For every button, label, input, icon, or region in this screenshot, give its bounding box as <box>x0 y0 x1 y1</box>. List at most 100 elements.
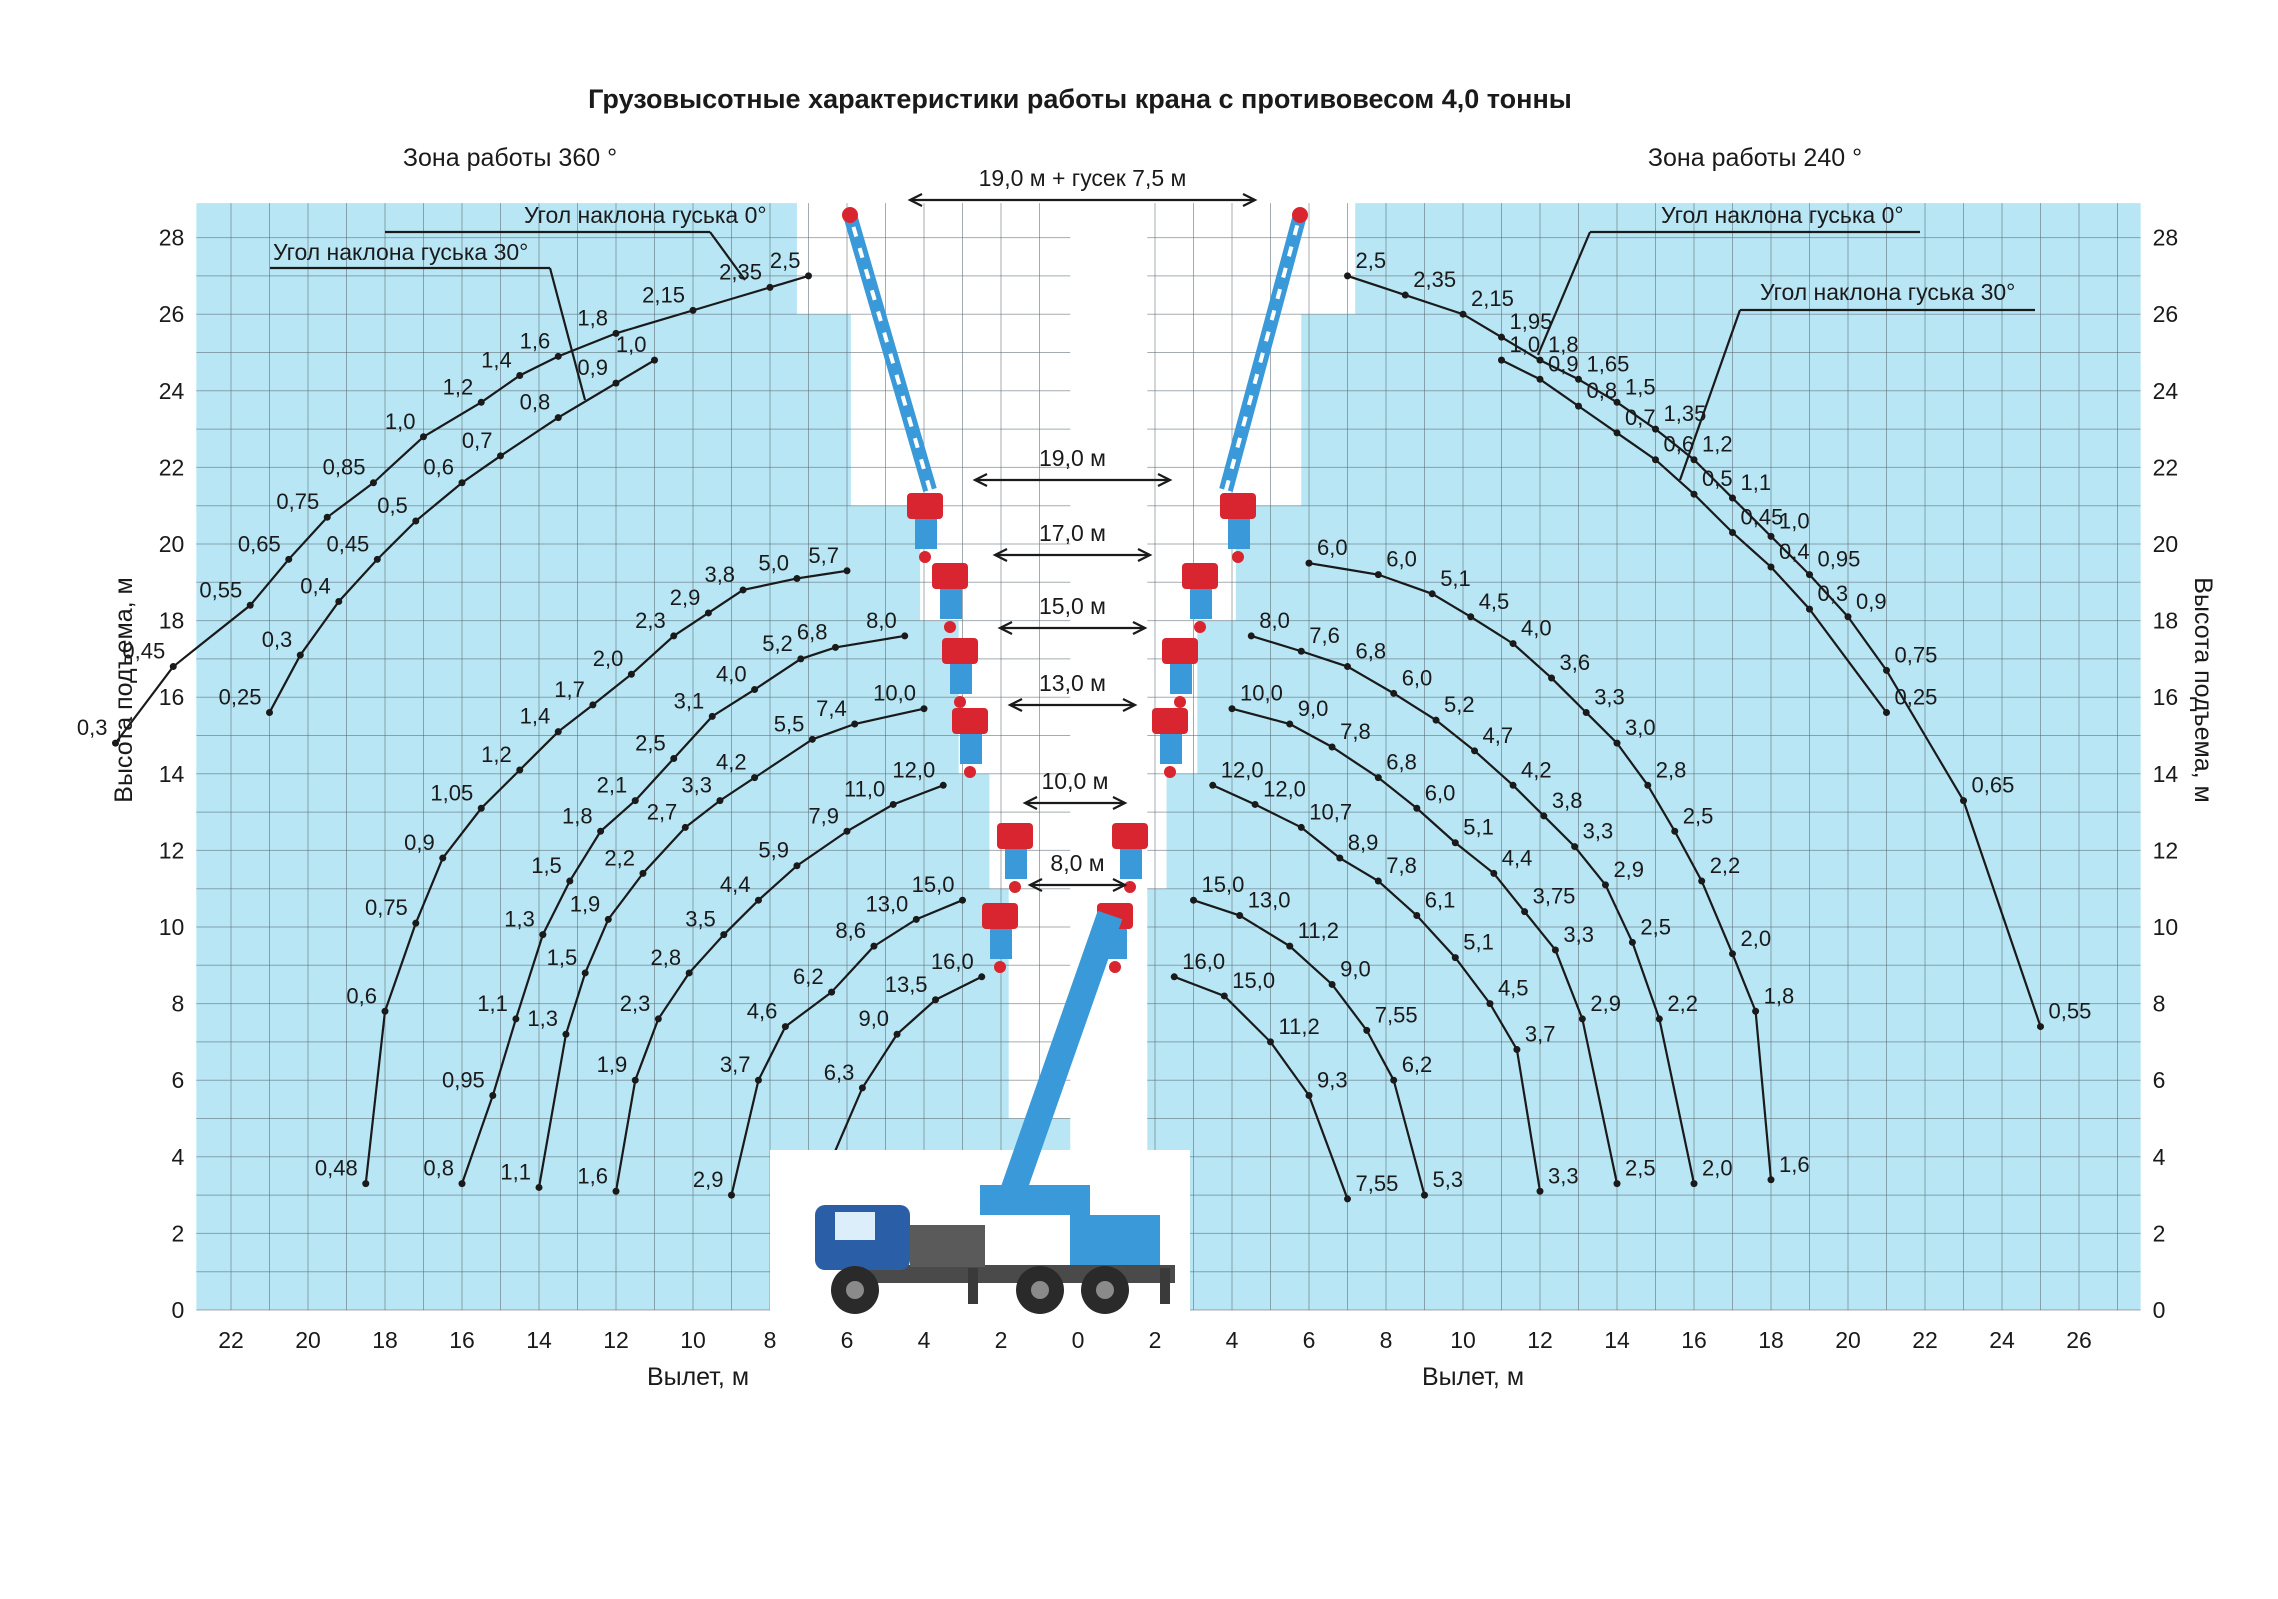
load-point <box>1690 1180 1698 1188</box>
arrow-head-right <box>1112 796 1128 810</box>
load-point <box>516 766 524 774</box>
load-value-label: 3,8 <box>1552 788 1583 813</box>
load-point <box>439 854 447 862</box>
load-point <box>654 1015 662 1023</box>
hook-right <box>1174 696 1186 708</box>
load-value-label: 0,45 <box>122 639 165 664</box>
load-value-label: 0,3 <box>77 715 108 740</box>
boom-length-annotations: 19,0 м + гусек 7,5 м19,0 м17,0 м15,0 м13… <box>907 165 1258 892</box>
boom-length-label: 10,0 м <box>1042 768 1109 794</box>
load-value-label: 1,35 <box>1664 401 1707 426</box>
load-point <box>1451 954 1459 962</box>
load-point <box>581 969 589 977</box>
load-value-label: 2,8 <box>1656 757 1687 782</box>
load-value-label: 1,0 <box>1510 332 1541 357</box>
load-point <box>1536 356 1544 364</box>
x-tick-left: 16 <box>449 1327 475 1353</box>
y-tick-left: 10 <box>159 914 185 940</box>
grid-lines <box>196 203 2141 1311</box>
load-point <box>604 915 612 923</box>
load-point <box>793 862 801 870</box>
load-value-label: 1,65 <box>1587 351 1630 376</box>
load-value-label: 0,9 <box>1548 351 1579 376</box>
load-value-label: 4,0 <box>716 662 747 687</box>
load-value-label: 2,1 <box>597 773 628 798</box>
load-value-label: 3,3 <box>1583 819 1614 844</box>
hook-right <box>1232 551 1244 563</box>
load-value-label: 1,0 <box>616 332 647 357</box>
hook-block-right <box>1182 563 1218 589</box>
load-value-label: 0,5 <box>377 493 408 518</box>
load-value-label: 0,9 <box>404 830 435 855</box>
load-value-label: 0,45 <box>1741 505 1784 530</box>
load-point <box>939 781 947 789</box>
load-value-label: 12,0 <box>892 757 935 782</box>
load-value-label: 0,4 <box>300 573 331 598</box>
load-value-label: 3,8 <box>704 562 735 587</box>
boom-tip-right <box>1170 664 1192 694</box>
load-value-label: 3,5 <box>685 907 716 932</box>
jib-angle0-label-right: Угол наклона гуська 0° <box>1661 202 1904 228</box>
load-point <box>893 1030 901 1038</box>
y-tick-left: 20 <box>159 531 185 557</box>
load-point <box>889 800 897 808</box>
load-value-label: 2,3 <box>620 991 651 1016</box>
load-point <box>1644 781 1652 789</box>
load-point <box>1613 429 1621 437</box>
load-point <box>1652 425 1659 433</box>
load-point <box>870 942 878 950</box>
load-value-label: 0,4 <box>1779 539 1810 564</box>
load-point <box>1267 1038 1274 1046</box>
load-point <box>420 433 427 441</box>
boom-illustrations <box>842 207 1308 973</box>
load-point <box>381 1007 389 1015</box>
load-value-label: 6,0 <box>1402 665 1433 690</box>
arrow-head-right <box>1157 473 1173 487</box>
load-point <box>1344 272 1351 280</box>
load-value-label: 0,9 <box>1856 589 1887 614</box>
load-value-label: 12,0 <box>1263 776 1306 801</box>
y-tick-left: 4 <box>172 1144 185 1170</box>
jib-head-left <box>842 207 858 223</box>
load-value-label: 0,8 <box>1587 378 1618 403</box>
boom-length-label: 19,0 м <box>1039 445 1106 471</box>
chart-title: Грузовысотные характеристики работы кран… <box>588 84 1572 114</box>
x-tick-right: 14 <box>1604 1327 1630 1353</box>
load-point <box>1690 456 1698 464</box>
load-point <box>843 827 851 835</box>
x-tick-right: 6 <box>1303 1327 1316 1353</box>
load-point <box>1471 747 1479 755</box>
load-value-label: 5,1 <box>1463 815 1494 840</box>
load-value-label: 6,8 <box>1356 639 1387 664</box>
load-value-label: 2,0 <box>593 646 624 671</box>
load-point <box>1752 1007 1760 1015</box>
load-value-label: 15,0 <box>1232 968 1275 993</box>
load-value-label: 2,15 <box>1471 286 1514 311</box>
load-point <box>562 1030 570 1038</box>
load-value-label: 1,5 <box>1625 374 1656 399</box>
engine-box <box>910 1225 985 1267</box>
load-point <box>612 1187 620 1195</box>
load-value-label: 10,0 <box>1240 681 1283 706</box>
load-value-label: 3,3 <box>681 773 712 798</box>
load-point <box>716 797 724 805</box>
load-curve <box>614 784 944 1192</box>
load-value-label: 1,6 <box>520 328 551 353</box>
load-point <box>497 452 504 460</box>
load-value-label: 1,4 <box>520 704 551 729</box>
load-point <box>1344 1195 1351 1203</box>
load-point <box>1729 950 1736 958</box>
load-value-label: 0,48 <box>315 1156 358 1181</box>
load-point <box>708 712 716 720</box>
jib-angle30-pointer-right <box>1678 309 1742 481</box>
load-value-label: 5,5 <box>774 711 805 736</box>
load-point <box>751 774 759 782</box>
load-value-label: 1,8 <box>577 305 608 330</box>
load-point <box>554 728 562 736</box>
load-point <box>1883 709 1890 717</box>
load-point <box>754 896 762 904</box>
boom-length-label: 19,0 м + гусек 7,5 м <box>979 165 1187 191</box>
load-point <box>2037 1023 2044 1031</box>
